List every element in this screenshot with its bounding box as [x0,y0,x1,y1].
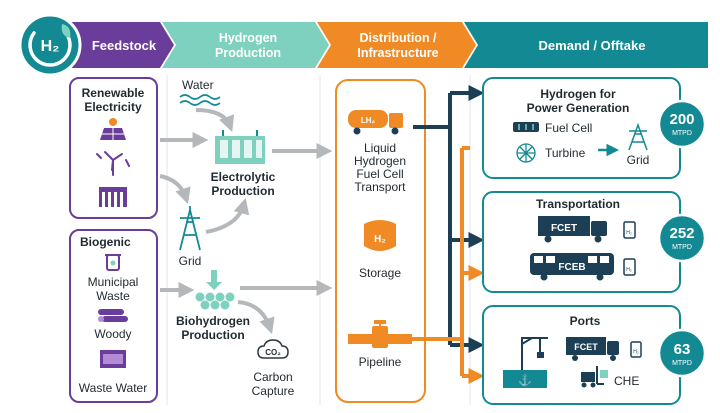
waste-water-icon [100,350,126,368]
che-label: CHE [614,374,639,388]
stage-production-label: Hydrogen [219,31,277,45]
liquid-hydrogen-label-2: Hydrogen [354,154,406,168]
renewable-electricity-box: Renewable Electricity [69,77,158,219]
stage-distribution-label-2: Infrastructure [357,46,438,60]
orange-flow-arrows [412,146,485,384]
ports-fcet-truck-icon: FCET [566,337,619,361]
liquid-hydrogen-label-3: Fuel Cell [356,167,403,181]
ports-mtpd-value: 63 [674,341,691,358]
waste-bin-icon [105,254,121,271]
woody-label: Woody [94,327,131,341]
storage-label: Storage [359,266,401,280]
biogenic-box: Biogenic Municipal Waste Woody Waste Wat… [69,229,158,403]
power-mtpd-badge [657,99,707,149]
grid-label: Grid [179,254,202,268]
flow-water-to-electrolysis [195,108,235,132]
stage-production-chevron [162,22,329,68]
ports-title: Ports [570,314,601,328]
h2-logo-text: H₂ [41,38,60,55]
svg-text:⚓: ⚓ [518,374,532,387]
fcet-label: FCET [551,223,577,234]
lh2-tag: LH₂ [361,116,376,125]
ports-mtpd-unit: MTPD [672,360,692,367]
liquid-hydrogen-label-4: Transport [355,180,407,194]
carbon-capture-label-2: Capture [252,384,295,398]
electrolytic-label-2: Production [211,184,274,198]
pipeline-valve-icon [348,320,412,348]
waste-water-label: Waste Water [79,381,147,395]
fcet-truck-icon: FCET [538,216,607,243]
turbine-icon [516,143,536,163]
stage-production-label-2: Production [215,46,281,60]
h2-logo-leaf [61,24,71,38]
pipeline-label: Pipeline [359,355,402,369]
electrolytic-label: Electrolytic [211,170,276,184]
h2-pump-icon: H₂ [623,221,636,239]
liquid-hydrogen-label: Liquid [364,141,396,155]
svg-text:H₂: H₂ [626,230,632,236]
water-waves-icon [179,94,221,106]
flow-bio-to-carbon [237,300,275,335]
fceb-bus-icon: FCEB [530,253,614,281]
ports-mtpd-badge [657,328,707,378]
power-grid-label: Grid [627,153,650,167]
power-title: Hydrogen for [540,87,616,101]
wood-logs-icon [98,309,128,322]
che-forklift-icon [581,366,608,388]
power-generation-card: Hydrogen for Power Generation Fuel Cell … [482,77,707,179]
power-grid-tower-icon [628,122,648,151]
lh2-truck-icon: LH₂ [348,110,403,135]
power-mtpd-unit: MTPD [672,130,692,137]
power-mtpd-value: 200 [669,111,694,128]
transport-mtpd-value: 252 [669,225,694,242]
ports-card: Ports ⚓ FCET H₂ CHE 63 MTPD [482,305,707,405]
biohydrogen-label: Biohydrogen [176,314,250,328]
co2-label: CO₂ [265,348,281,357]
transport-mtpd-unit: MTPD [672,244,692,251]
stage-distribution-chevron [317,22,476,68]
gray-flow-arrows [159,108,333,335]
fceb-label: FCEB [558,262,585,273]
storage-tag: H₂ [374,234,386,245]
storage-tank-icon: H₂ [364,220,396,251]
ports-h2-pump-icon: H₂ [630,341,642,358]
hydro-dam-icon [99,187,127,207]
turbine-label: Turbine [545,146,586,160]
stage-demand-label: Demand / Offtake [539,38,646,53]
h2-logo-ring [28,31,72,67]
municipal-waste-label-2: Waste [96,289,130,303]
solar-panel-icon [100,118,126,140]
renewable-title-2: Electricity [84,100,142,114]
transport-mtpd-badge [657,213,707,263]
water-label: Water [182,78,214,92]
port-crane-icon: ⚓ [503,337,548,388]
svg-text:H₂: H₂ [626,267,632,273]
stage-distribution-label: Distribution / [359,31,437,45]
flow-grid-to-electrolysis [205,197,250,234]
stage-demand-chevron [464,22,708,68]
biomass-cluster-icon [195,292,235,310]
fuel-cell-icon [513,122,539,132]
biogenic-title: Biogenic [80,235,131,249]
power-title-2: Power Generation [527,101,630,115]
fuel-cell-label: Fuel Cell [545,121,592,135]
transportation-card: Transportation FCET H₂ FCEB H₂ 252 [482,191,707,293]
carbon-capture-label: Carbon [253,370,292,384]
wind-turbine-icon [96,151,130,176]
renewable-title: Renewable [82,86,145,100]
electrolyzer-icon [215,130,265,164]
municipal-waste-label: Municipal [88,275,139,289]
biohydrogen-label-2: Production [181,328,244,342]
h2-pump-icon: H₂ [623,258,636,276]
ports-fcet-label: FCET [574,342,598,352]
stage-feedstock-label: Feedstock [92,38,157,53]
grid-tower-icon [179,206,201,251]
co2-cloud-icon: CO₂ [257,339,289,359]
flow-renewable-to-grid [159,174,191,205]
bio-input-arrow-icon [206,270,222,290]
transport-title: Transportation [536,197,620,211]
stage-header: Feedstock Hydrogen Production Distributi… [18,13,708,77]
svg-text:H₂: H₂ [633,349,639,355]
